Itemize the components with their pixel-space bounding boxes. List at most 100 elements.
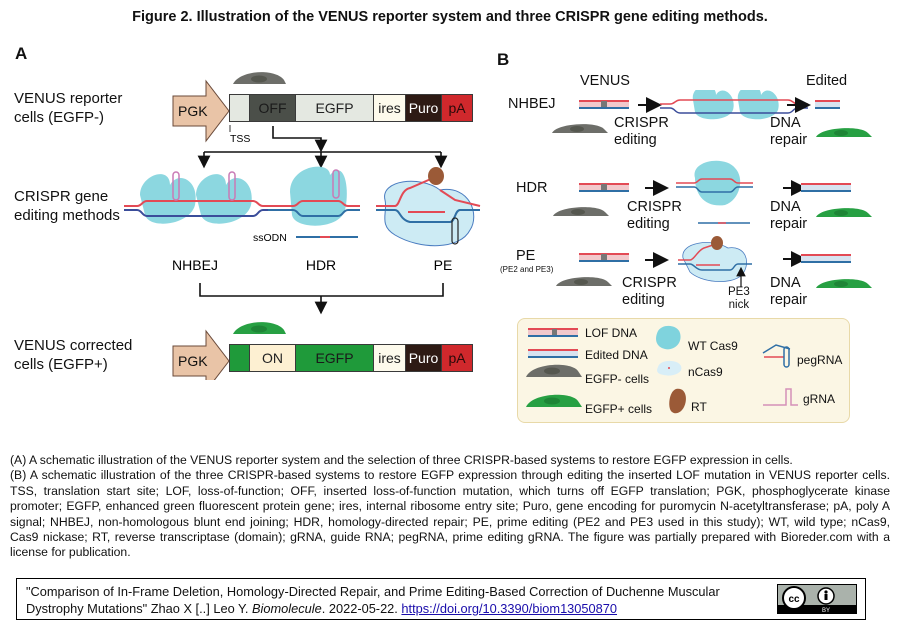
legend-lof-dna: LOF DNA (585, 326, 638, 340)
panel-a-graphics: NHBEJ HDR PE TSS ssODN (124, 72, 481, 380)
egfp-minus-cell-nhbej (552, 124, 608, 133)
citation-title: "Comparison of In-Frame Deletion, Homolo… (26, 584, 720, 616)
citation-date: . 2022-05-22. (321, 601, 402, 616)
edited-dna-hdr (801, 183, 851, 192)
panel-b-graphics (552, 90, 872, 288)
cc-by-license-badge[interactable]: cc BY (777, 584, 857, 614)
crispr-label: CRISPR (627, 199, 682, 215)
legend-wt-cas9-icon (656, 325, 681, 350)
crispr-label: CRISPR (614, 115, 669, 131)
pe-b-illustration (678, 236, 752, 287)
corrected-segment-on: ON (250, 345, 296, 371)
legend-rt-icon (669, 388, 686, 414)
figure-title: Figure 2. Illustration of the VENUS repo… (132, 9, 768, 25)
lof-dna-nhbej (579, 100, 629, 109)
edited-label: Edited (806, 73, 848, 89)
methods-label: CRISPR gene editing methods (14, 187, 120, 225)
editing-label: editing (614, 132, 657, 148)
legend-wt-cas9: WT Cas9 (688, 339, 738, 353)
reporter-segment-off: OFF (250, 95, 296, 121)
b-row-pe-sublabel: (PE2 and PE3) (500, 265, 554, 274)
caption-panel-a: (A) A schematic illustration of the VENU… (10, 453, 793, 467)
reporter-segment-leader (230, 95, 250, 121)
reporter-label-line1: VENUS reporter (14, 90, 123, 107)
corrected-segment-ires: ires (374, 345, 406, 371)
egfp-minus-cell-icon (233, 72, 286, 84)
legend-egfp-minus: EGFP- cells (585, 372, 650, 386)
hdr-b-illustration (676, 160, 753, 224)
hdr-illustration (268, 166, 360, 238)
repair-label: repair (770, 292, 808, 308)
reporter-cells-label: VENUS reporter cells (EGFP-) (14, 89, 122, 127)
reporter-segment-puro: Puro (406, 95, 442, 121)
legend-lof-dna-icon (528, 328, 578, 337)
citation-journal: Biomolecule (252, 601, 322, 616)
legend-egfp-minus-cell-icon (526, 364, 582, 377)
lof-dna-hdr (579, 183, 629, 192)
figure-caption: (A) A schematic illustration of the VENU… (10, 453, 890, 561)
editing-label: editing (622, 292, 665, 308)
pgk-label-bottom: PGK (178, 353, 208, 369)
nhbej-b-illustration (660, 90, 808, 120)
tss-label: TSS (230, 133, 250, 145)
b-row-hdr-label: HDR (516, 180, 548, 196)
method-label-pe: PE (434, 257, 453, 273)
corrected-segment-leader (230, 345, 250, 371)
legend-pegrna: pegRNA (797, 353, 843, 367)
crispr-label: CRISPR (622, 275, 677, 291)
cc-by-icon: cc BY (778, 586, 856, 614)
nhbej-illustration (124, 171, 272, 224)
egfp-minus-cell-pe (556, 277, 612, 286)
panel-b-letter: B (497, 50, 510, 69)
legend-edited-dna: Edited DNA (585, 348, 648, 362)
panel-a-letter: A (15, 44, 28, 63)
method-label-nhbej: NHBEJ (172, 257, 218, 273)
legend-grna: gRNA (803, 392, 836, 406)
egfp-plus-cell-nhbej (816, 128, 872, 137)
ssodn-label: ssODN (253, 232, 287, 244)
legend-box: LOF DNA Edited DNA EGFP- cells EGFP+ cel… (517, 318, 850, 423)
dna-label: DNA (770, 199, 801, 215)
egfp-minus-cell-hdr (553, 207, 609, 216)
egfp-plus-cell-hdr (816, 208, 872, 217)
citation-box: "Comparison of In-Frame Deletion, Homolo… (16, 578, 866, 620)
methods-label-line2: editing methods (14, 207, 120, 224)
repair-label: repair (770, 216, 808, 232)
methods-label-line1: CRISPR gene (14, 188, 109, 205)
nick-label: nick (728, 299, 750, 311)
legend-egfp-plus-cell-icon (526, 394, 582, 407)
pgk-promoter-arrow-top (172, 79, 230, 143)
merge-line (199, 283, 444, 297)
legend-egfp-plus: EGFP+ cells (585, 402, 653, 416)
corrected-label-line2: cells (EGFP+) (14, 356, 108, 373)
edited-dna-pe (801, 254, 851, 263)
egfp-plus-cell-icon (233, 322, 286, 334)
svg-text:BY: BY (822, 608, 830, 613)
editing-label: editing (627, 216, 670, 232)
edited-dna-nhbej (815, 100, 840, 109)
pgk-promoter-arrow-bottom (172, 329, 230, 380)
corrected-cells-label: VENUS corrected cells (EGFP+) (14, 336, 132, 374)
citation-doi-link[interactable]: https://doi.org/10.3390/biom13050870 (401, 601, 618, 616)
legend-ncas9: nCas9 (688, 365, 723, 379)
corrected-label-line1: VENUS corrected (14, 337, 133, 354)
lof-dna-pe (579, 253, 629, 262)
citation-text: "Comparison of In-Frame Deletion, Homolo… (26, 583, 766, 617)
reporter-label-line2: cells (EGFP-) (14, 109, 104, 126)
repair-label: repair (770, 132, 808, 148)
egfp-plus-cell-pe (816, 279, 872, 288)
legend-grna-icon (763, 388, 798, 406)
b-row-nhbej-label: NHBEJ (508, 96, 556, 112)
reporter-segment-pa: pA (442, 95, 472, 121)
reporter-segment-egfp: EGFP (296, 95, 374, 121)
venus-label: VENUS (580, 73, 630, 89)
dna-label: DNA (770, 275, 801, 291)
corrected-segment-egfp: EGFP (296, 345, 374, 371)
